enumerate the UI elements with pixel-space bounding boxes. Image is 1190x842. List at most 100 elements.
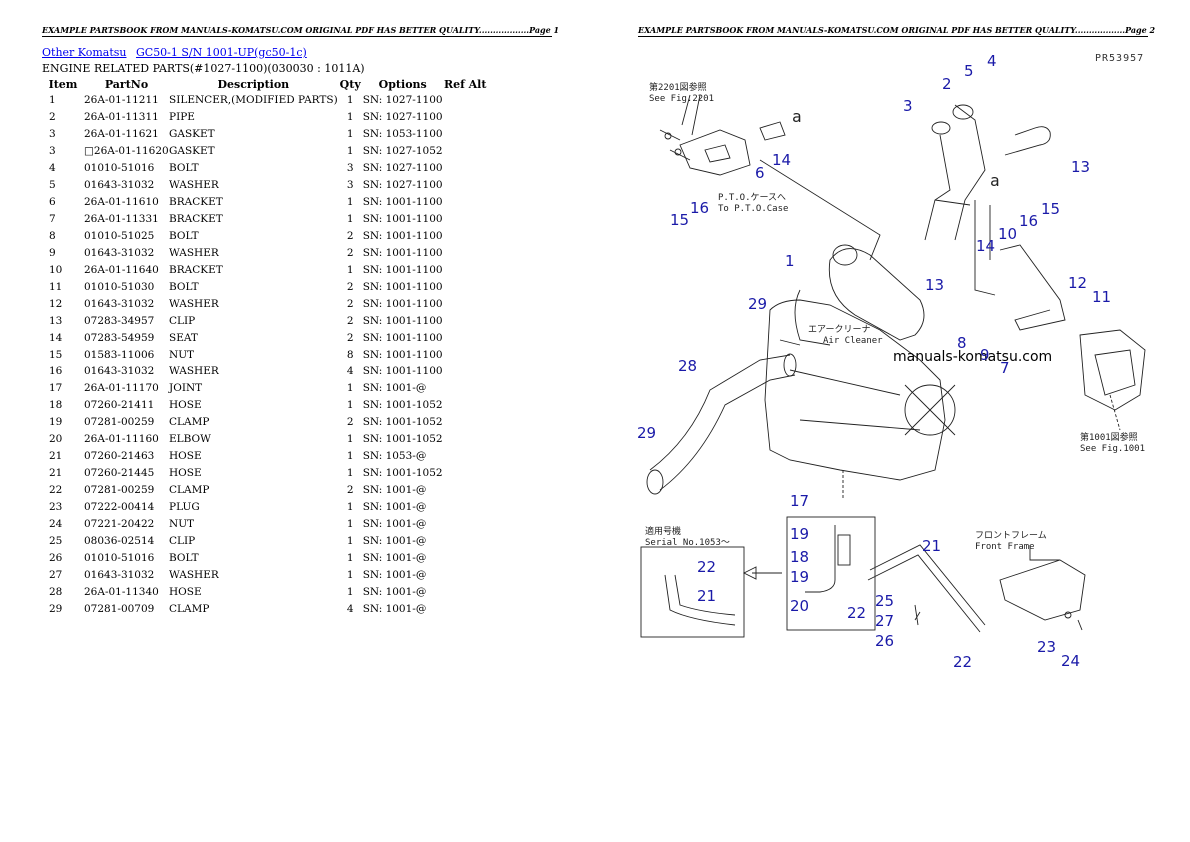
- cell-options: SN: 1001-1100: [362, 196, 443, 209]
- callout-11: 11: [1092, 288, 1112, 306]
- cell-description: HOSE: [169, 585, 202, 598]
- cell-description: NUT: [169, 517, 195, 530]
- cell-description: BOLT: [169, 229, 199, 242]
- cell-description: BOLT: [169, 280, 199, 293]
- cell-qty: 1: [346, 263, 354, 276]
- cell-options: SN: 1001-1100: [362, 246, 443, 259]
- callout-14-b: 14: [976, 237, 996, 255]
- cell-partno: 01010-51030: [84, 280, 155, 293]
- callout-4: 4: [987, 52, 997, 70]
- cell-description: BOLT: [169, 162, 199, 175]
- cell-qty: 2: [346, 314, 354, 327]
- table-header-row: Item PartNo Description Qty Options Ref …: [42, 77, 488, 92]
- cell-description: PIPE: [169, 111, 195, 124]
- cell-options: SN: 1001-@: [362, 484, 427, 497]
- cell-refalt: [443, 431, 488, 448]
- cell-qty: 1: [346, 568, 354, 581]
- cell-item: 16: [49, 365, 63, 378]
- cell-options: SN: 1053-@: [362, 450, 427, 463]
- cell-description: CLAMP: [169, 416, 210, 429]
- cell-options: SN: 1001-1100: [362, 297, 443, 310]
- callout-15-a: 15: [670, 211, 690, 229]
- cell-partno: 26A-01-11621: [84, 128, 159, 141]
- cell-partno: 07283-34957: [84, 314, 155, 327]
- cell-item: 7: [49, 213, 56, 226]
- note-front-frame: Front Frame: [975, 542, 1035, 552]
- cell-qty: 3: [346, 162, 354, 175]
- callout-22-c: 22: [953, 653, 973, 671]
- cell-description: SEAT: [169, 331, 198, 344]
- header-description: Description: [217, 78, 290, 91]
- cell-qty: 1: [346, 196, 354, 209]
- header-item: Item: [48, 78, 78, 91]
- callout-24: 24: [1061, 652, 1081, 670]
- cell-refalt: [443, 261, 488, 278]
- breadcrumb-link-other-komatsu[interactable]: Other Komatsu: [42, 46, 127, 59]
- cell-refalt: [443, 499, 488, 516]
- cell-item: 21: [49, 450, 63, 463]
- cell-partno: 26A-01-11331: [84, 213, 159, 226]
- cell-options: SN: 1001-@: [362, 534, 427, 547]
- cell-item: 20: [49, 433, 63, 446]
- cell-item: 23: [49, 500, 63, 513]
- breadcrumb-link-model[interactable]: GC50-1 S/N 1001-UP(gc50-1c): [135, 46, 307, 59]
- watermark: manuals-komatsu.com: [893, 349, 1053, 365]
- cell-partno: 07221-20422: [84, 517, 155, 530]
- callout-17: 17: [790, 492, 810, 510]
- cell-item: 21: [49, 467, 63, 480]
- callout-29-b: 29: [637, 424, 657, 442]
- callout-9: 9: [980, 346, 990, 364]
- cell-options: SN: 1001-@: [362, 500, 427, 513]
- cell-description: CLAMP: [169, 602, 210, 615]
- cell-description: HOSE: [169, 467, 202, 480]
- cell-qty: 1: [346, 433, 354, 446]
- connector-letter-a-2: a: [990, 171, 1000, 190]
- cell-item: 3: [49, 145, 56, 158]
- cell-qty: 1: [346, 450, 354, 463]
- cell-refalt: [443, 448, 488, 465]
- cell-description: JOINT: [169, 382, 203, 395]
- cell-refalt: [443, 244, 488, 261]
- cell-refalt: [443, 109, 488, 126]
- cell-refalt: [443, 583, 488, 600]
- cell-partno: 07222-00414: [84, 500, 155, 513]
- cell-description: BRACKET: [169, 263, 223, 276]
- cell-refalt: [443, 177, 488, 194]
- note-serial-jp: 適用号機: [645, 527, 682, 537]
- cell-item: 14: [49, 331, 63, 344]
- cell-refalt: [443, 312, 488, 329]
- callout-13-a: 13: [1071, 158, 1091, 176]
- cell-refalt: [443, 346, 488, 363]
- callout-19-a: 19: [790, 525, 810, 543]
- cell-item: 9: [49, 246, 56, 259]
- cell-partno: 01010-51016: [84, 162, 155, 175]
- cell-partno: 01583-11006: [84, 348, 155, 361]
- callout-15-b: 15: [1041, 200, 1061, 218]
- cell-item: 3: [49, 128, 56, 141]
- cell-qty: 2: [346, 280, 354, 293]
- cell-description: WASHER: [169, 568, 219, 581]
- note-see-fig-1001-jp: 第1001図参照: [1080, 433, 1138, 443]
- cell-refalt: [443, 92, 488, 109]
- header-refalt: Ref Alt: [443, 78, 487, 91]
- callout-20: 20: [790, 597, 810, 615]
- cell-refalt: [443, 329, 488, 346]
- cell-partno: 01010-51025: [84, 229, 155, 242]
- cell-description: WASHER: [169, 365, 219, 378]
- cell-qty: 1: [346, 467, 354, 480]
- cell-description: SILENCER,(MODIFIED PARTS): [169, 94, 338, 107]
- cell-qty: 1: [346, 399, 354, 412]
- header-partno: PartNo: [104, 78, 149, 91]
- callout-25: 25: [875, 592, 895, 610]
- cell-refalt: [443, 126, 488, 143]
